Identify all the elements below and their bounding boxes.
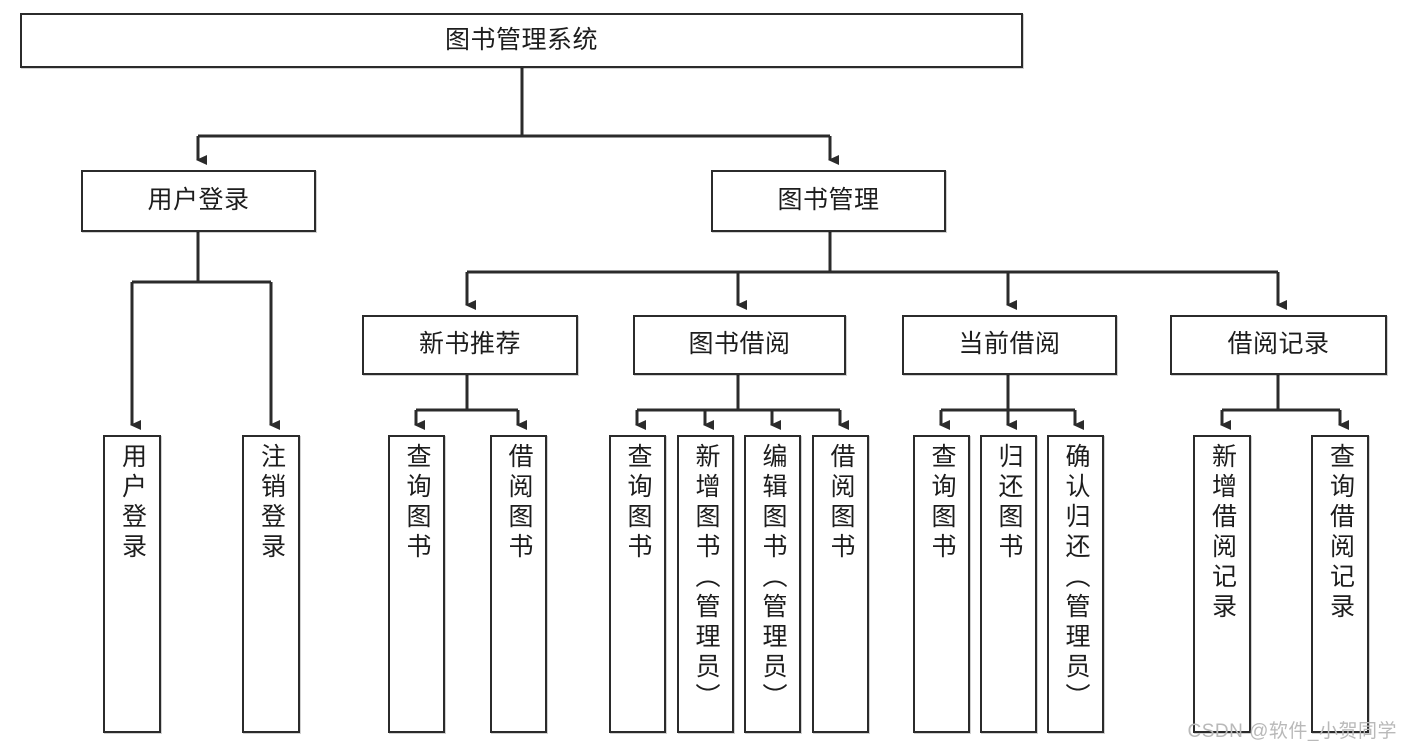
leaf-logout-label: 注销登录 [257, 443, 286, 563]
csdn-watermark: CSDN @软件_小贺同学 [1187, 721, 1397, 742]
leaf-confirm-return-admin[interactable]: 确认归还（管理员） [1047, 435, 1104, 733]
node-root-label: 图书管理系统 [444, 25, 598, 54]
leaf-borrow-book-label: 借阅图书 [827, 443, 855, 563]
leaf-borrow-book-recommend-label: 借阅图书 [505, 443, 533, 563]
leaf-query-book-recommend-label: 查询图书 [403, 443, 431, 563]
node-borrow-records-label: 借阅记录 [1227, 330, 1330, 359]
leaf-query-borrow-record[interactable]: 查询借阅记录 [1311, 435, 1369, 733]
node-root[interactable]: 图书管理系统 [20, 13, 1023, 68]
leaf-query-borrow-record-label: 查询借阅记录 [1326, 443, 1355, 623]
leaf-add-book-admin[interactable]: 新增图书（管理员） [677, 435, 734, 733]
node-current-borrow-label: 当前借阅 [958, 330, 1061, 359]
node-book-borrow[interactable]: 图书借阅 [633, 315, 846, 375]
node-book-management-label: 图书管理 [777, 186, 880, 215]
node-borrow-records[interactable]: 借阅记录 [1170, 315, 1387, 375]
leaf-return-book-label: 归还图书 [995, 443, 1023, 563]
leaf-logout[interactable]: 注销登录 [242, 435, 300, 733]
leaf-query-book-borrow-label: 查询图书 [624, 443, 652, 563]
leaf-add-book-admin-label: 新增图书（管理员） [692, 443, 720, 713]
leaf-confirm-return-admin-label: 确认归还（管理员） [1062, 443, 1090, 713]
node-user-login[interactable]: 用户登录 [81, 170, 316, 232]
leaf-query-book-recommend[interactable]: 查询图书 [388, 435, 445, 733]
node-current-borrow[interactable]: 当前借阅 [902, 315, 1117, 375]
node-new-book-recommendation[interactable]: 新书推荐 [362, 315, 578, 375]
leaf-return-book[interactable]: 归还图书 [980, 435, 1037, 733]
leaf-user-login-label: 用户登录 [118, 443, 147, 563]
leaf-borrow-book[interactable]: 借阅图书 [812, 435, 869, 733]
leaf-edit-book-admin-label: 编辑图书（管理员） [759, 443, 787, 713]
leaf-add-borrow-record[interactable]: 新增借阅记录 [1193, 435, 1251, 733]
leaf-edit-book-admin[interactable]: 编辑图书（管理员） [744, 435, 801, 733]
node-book-borrow-label: 图书借阅 [688, 330, 791, 359]
node-book-management[interactable]: 图书管理 [711, 170, 946, 232]
leaf-query-book-current[interactable]: 查询图书 [913, 435, 970, 733]
leaf-query-book-current-label: 查询图书 [928, 443, 956, 563]
leaf-borrow-book-recommend[interactable]: 借阅图书 [490, 435, 547, 733]
leaf-user-login[interactable]: 用户登录 [103, 435, 161, 733]
node-new-book-recommendation-label: 新书推荐 [418, 330, 521, 359]
node-user-login-label: 用户登录 [147, 186, 250, 215]
leaf-add-borrow-record-label: 新增借阅记录 [1208, 443, 1237, 623]
leaf-query-book-borrow[interactable]: 查询图书 [609, 435, 666, 733]
